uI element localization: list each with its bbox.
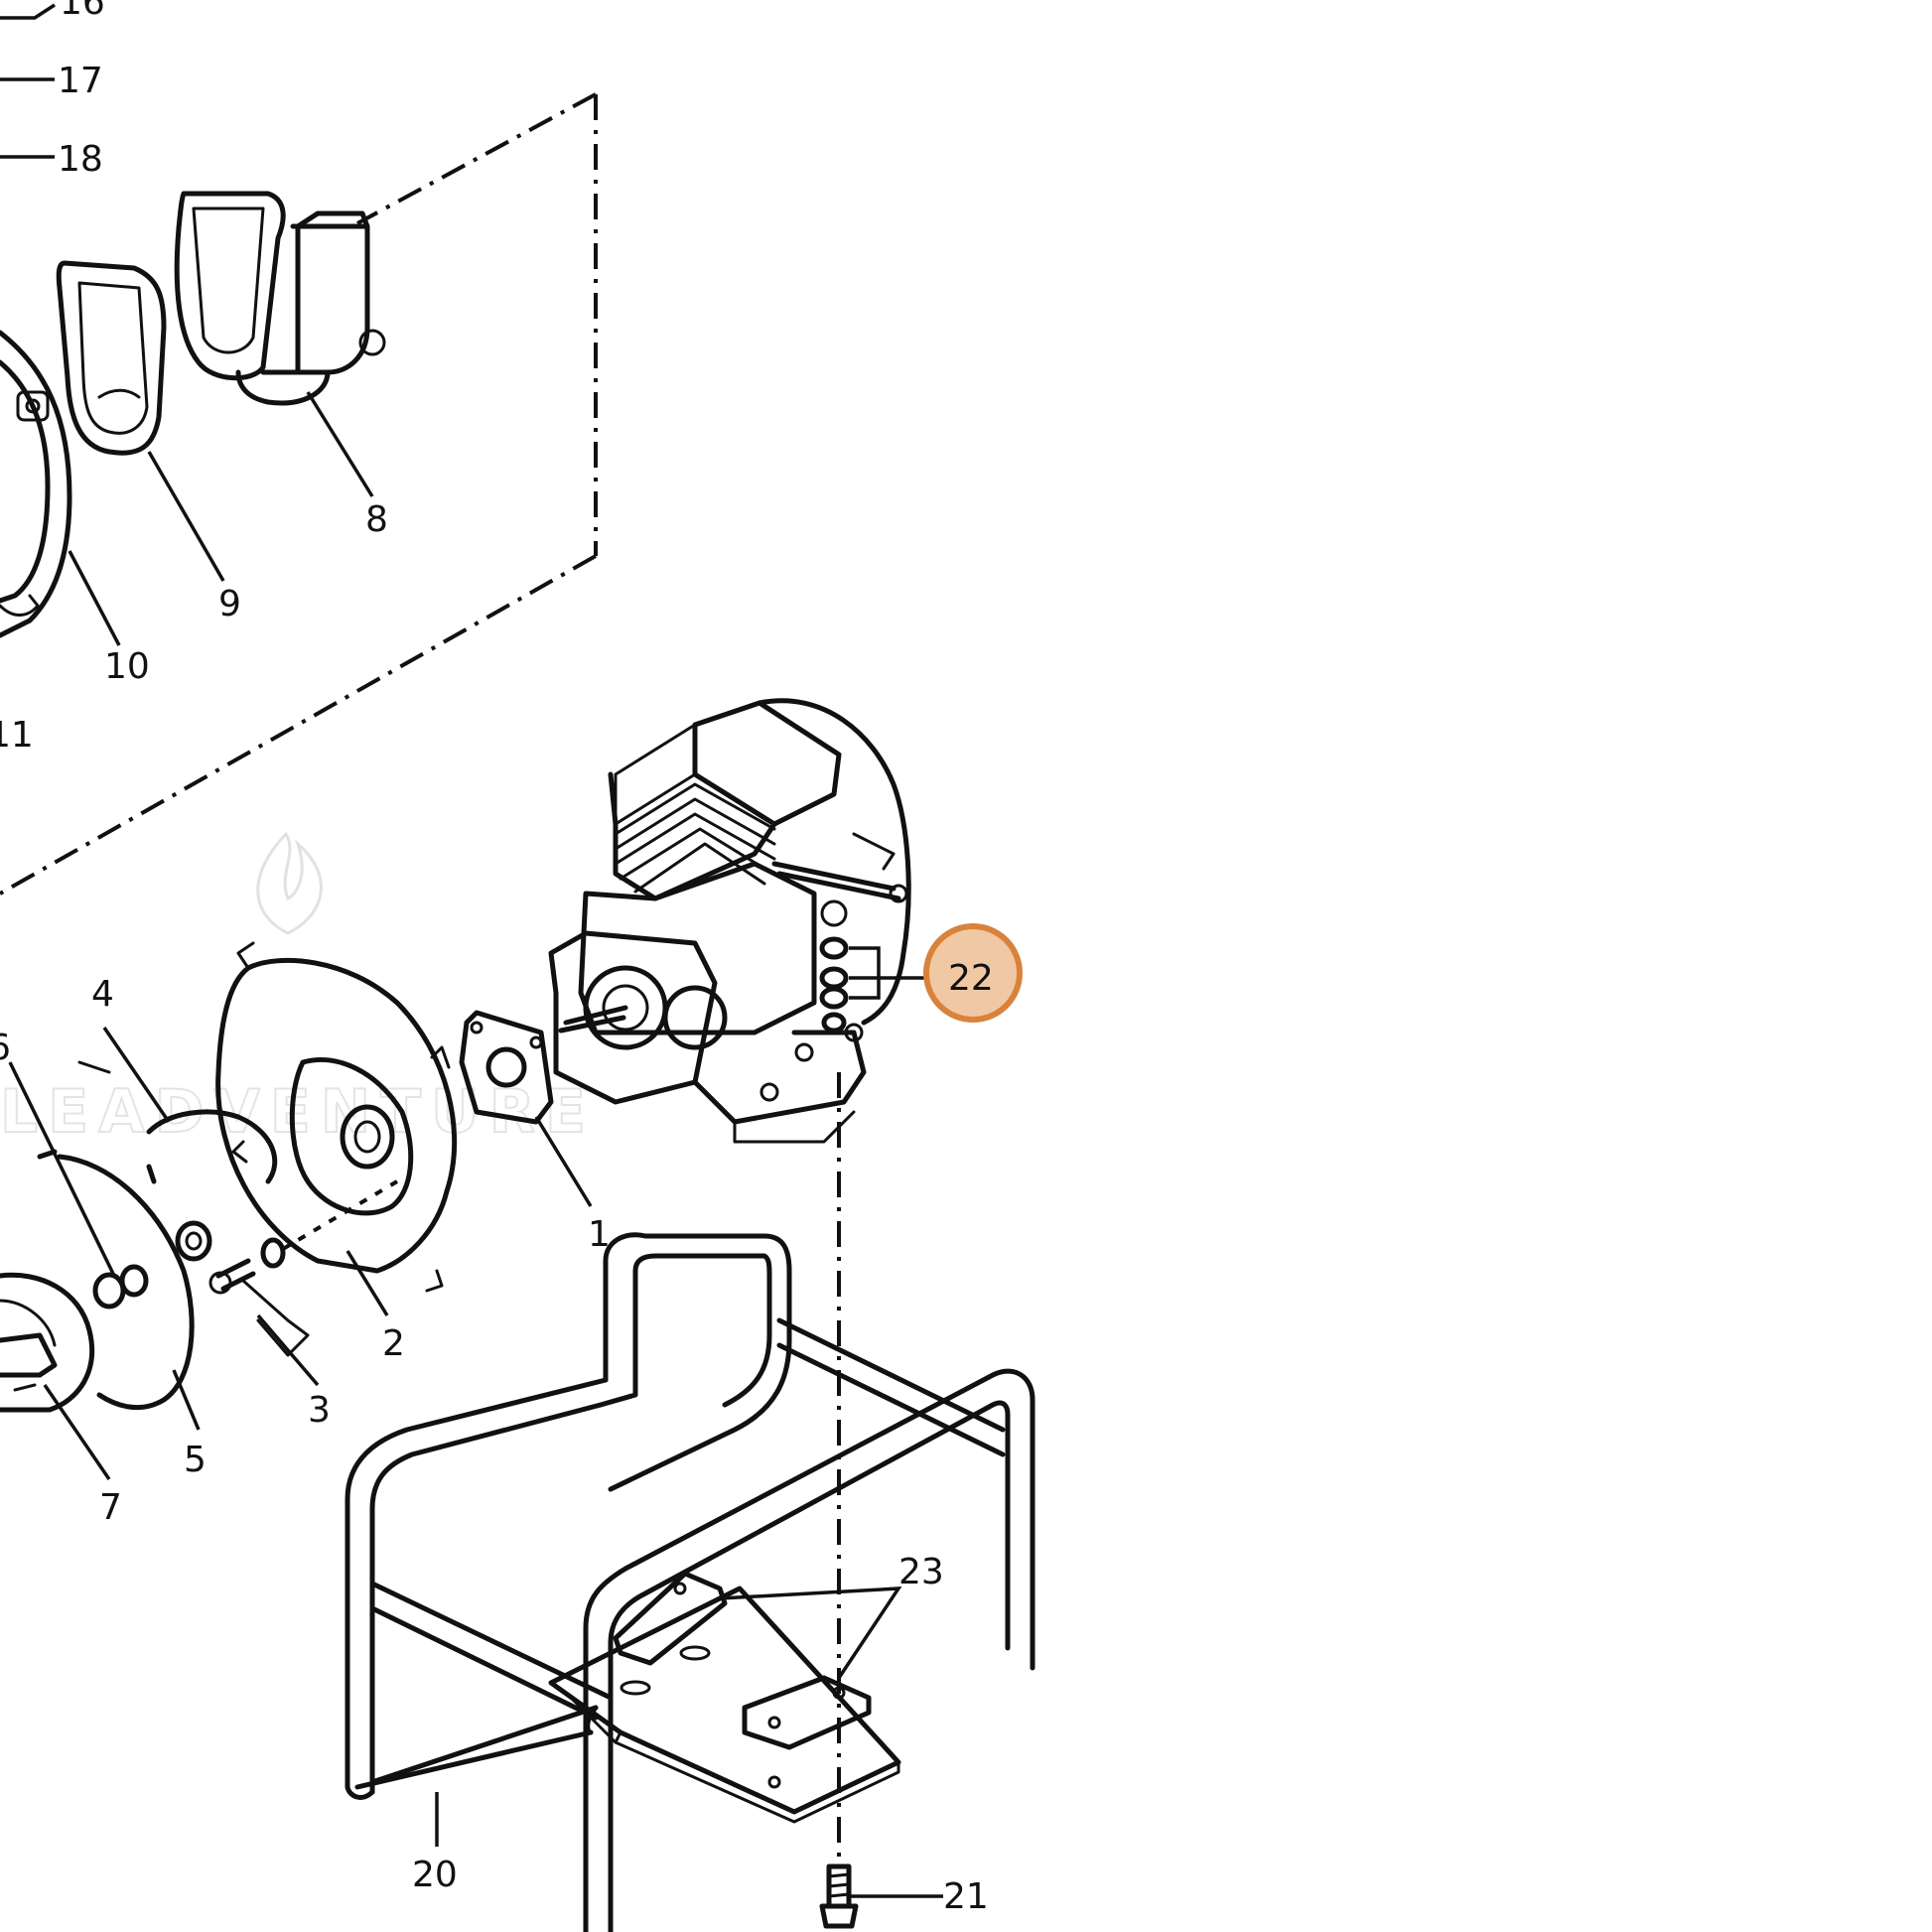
flame-watermark-icon: [256, 831, 323, 935]
part-labels: 16 17 18 8 9 10 11 1 2 3 4 5 6 7 20 21 2…: [0, 0, 994, 1917]
watermark: LEADVENTURE: [0, 831, 596, 1148]
part-10-fan-housing: [0, 330, 72, 638]
label-10: 10: [104, 646, 150, 687]
part-2-pump-casing: [215, 941, 458, 1293]
label-1: 1: [588, 1214, 611, 1255]
part-22-nuts: [819, 936, 849, 1034]
label-20: 20: [412, 1855, 458, 1895]
part-4-o-ring: [146, 1109, 278, 1184]
part-21-bolt: [819, 1863, 859, 1929]
part-20-frame: [345, 1232, 1035, 1932]
nut-washer: [175, 1220, 212, 1262]
label-18: 18: [58, 139, 103, 180]
part-1-gasket-plate: [459, 1010, 554, 1125]
part-8-blower-duct: [174, 191, 386, 406]
assembly-panel-outline: [0, 92, 598, 896]
part-23-mounting-pads: [613, 1571, 872, 1750]
engine-assembly: [548, 698, 911, 1144]
label-9: 9: [218, 584, 241, 624]
label-11: 11: [0, 715, 34, 756]
label-8: 8: [365, 499, 388, 540]
label-16: 16: [60, 0, 105, 23]
label-6: 6: [0, 1028, 11, 1068]
leader-lines: [0, 3, 943, 1898]
label-4: 4: [91, 974, 114, 1015]
label-7: 7: [99, 1487, 122, 1528]
part-3-bolt-washer: [208, 1179, 399, 1357]
part-7-impeller: [0, 1272, 95, 1413]
label-2: 2: [382, 1323, 405, 1364]
part-22-highlight-circle: [923, 923, 1023, 1023]
cylinder-fins: [614, 782, 776, 894]
label-22: 22: [948, 958, 994, 999]
part-6-nuts: [77, 1060, 149, 1310]
watermark-text: LEADVENTURE: [0, 1077, 596, 1147]
label-5: 5: [184, 1440, 207, 1480]
part-9-gasket: [56, 260, 167, 456]
label-21: 21: [943, 1876, 989, 1917]
label-3: 3: [308, 1390, 331, 1431]
label-17: 17: [58, 61, 103, 101]
base-plate: [548, 1586, 901, 1824]
label-23: 23: [898, 1552, 944, 1592]
